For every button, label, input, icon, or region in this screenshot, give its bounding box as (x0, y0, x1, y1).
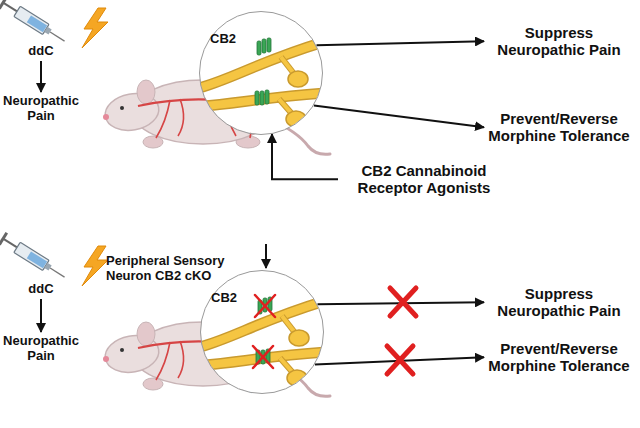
zoom-circle: CB2 (199, 11, 323, 135)
node-text: ddC (23, 282, 59, 297)
outcome-label: Prevent/Reverse Morphine Tolerance (484, 338, 634, 377)
agonist-arrow (265, 244, 267, 268)
node-text: Neuropathic Pain (2, 94, 80, 124)
red-x-mark (387, 346, 413, 374)
outcome-label: Suppress Neuropathic Pain (484, 22, 634, 61)
knockout-cross (253, 295, 275, 368)
neuron-drawing (195, 38, 327, 127)
node-text: ddC (23, 44, 59, 59)
node-text: CB2 Cannabinoid Receptor Agonists (340, 162, 508, 197)
condition-label: Neuropathic Pain (0, 92, 82, 126)
outcome-label: Suppress Neuropathic Pain (484, 283, 634, 322)
zoom-circle: CB2 (200, 270, 324, 394)
lightning-icon (82, 246, 108, 286)
syringe-icon (0, 232, 68, 283)
node-text: CB2 (210, 32, 236, 47)
drug-label: ddC (21, 42, 61, 61)
outcome-label: Prevent/Reverse Morphine Tolerance (484, 108, 634, 147)
node-text: CB2 (211, 291, 237, 306)
syringe-icon (0, 0, 68, 47)
genotype-label: Peripheral Sensory Neuron CB2 cKO (106, 254, 234, 284)
node-text: Prevent/Reverse Morphine Tolerance (486, 110, 632, 145)
flow-arrow (272, 134, 338, 179)
treatment-label: CB2 Cannabinoid Receptor Agonists (338, 160, 510, 199)
condition-label: Neuropathic Pain (0, 332, 82, 366)
flow-arrow (40, 299, 42, 332)
node-text: Neuropathic Pain (2, 334, 80, 364)
flow-arrow (40, 61, 42, 92)
node-text: Suppress Neuropathic Pain (486, 285, 632, 320)
flow-arrow (314, 105, 484, 127)
lightning-icon (82, 8, 108, 48)
red-x-mark (390, 288, 416, 316)
flow-arrow (317, 41, 485, 45)
node-text: Suppress Neuropathic Pain (486, 24, 632, 59)
node-text: Prevent/Reverse Morphine Tolerance (486, 340, 632, 375)
drug-label: ddC (21, 280, 61, 299)
